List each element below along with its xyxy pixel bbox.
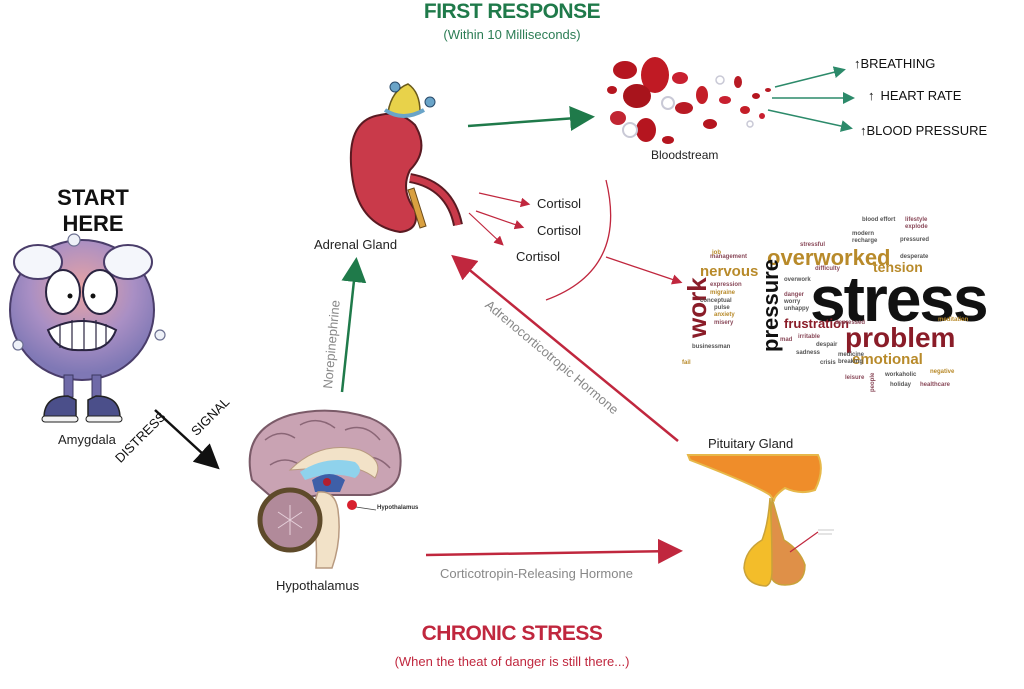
word-cloud-word: sadness (796, 350, 821, 356)
word-cloud-word: anxiety (714, 312, 735, 318)
word-cloud-word: pulse (714, 305, 730, 311)
word-cloud-word: stressful (800, 242, 826, 248)
word-cloud-word: negative (930, 369, 955, 375)
effect-blood-pressure-label: BLOOD PRESSURE (866, 123, 988, 138)
adrenal-gland-illustration (349, 81, 463, 234)
up-arrow-icon: ↑ (868, 88, 875, 103)
word-cloud-word: meditation (938, 317, 969, 323)
first-response-title: FIRST RESPONSE (423, 0, 601, 23)
distress-signal-arrow (154, 409, 220, 470)
start-here-label: START HERE (38, 185, 148, 237)
cortisol-arrow-3 (468, 212, 504, 246)
word-cloud-word: worry (784, 299, 801, 305)
start-label-line1: START (57, 185, 129, 210)
effect-blood-pressure: ↑BLOOD PRESSURE (860, 123, 987, 138)
cortisol-label-1: Cortisol (537, 196, 582, 211)
word-cloud-word: pressured (900, 237, 930, 243)
crh-arrow (425, 538, 683, 564)
word-cloud-word: desperate (900, 254, 929, 260)
up-arrow-icon: ↑ (860, 123, 867, 138)
word-cloud-word: frustration (784, 316, 849, 331)
chronic-stress-subtitle: (When the theat of danger is still there… (394, 654, 630, 669)
word-cloud-word: problem (845, 322, 956, 353)
cortisol-arrow-1 (478, 192, 531, 208)
word-cloud-word: tension (873, 259, 923, 275)
word-cloud-word: healthcare (920, 382, 951, 388)
word-cloud-word: blood effort (862, 217, 896, 223)
word-cloud-word: overworked (767, 245, 891, 270)
word-cloud-word: job (712, 250, 721, 256)
breathing-arrow (774, 66, 846, 88)
word-cloud-word: migraine (710, 290, 736, 296)
bloodstream-label: Bloodstream (651, 148, 719, 162)
word-cloud-word: mad (780, 337, 793, 343)
cortisol-label-2: Cortisol (537, 223, 582, 238)
word-cloud-word: irritable (798, 334, 821, 340)
word-cloud-word: danger (784, 292, 805, 298)
word-cloud-word: explode (905, 224, 928, 230)
word-cloud-word: emotional (852, 351, 923, 368)
effect-heart-rate-label: HEART RATE (880, 88, 962, 103)
word-cloud-main-word: stress (810, 263, 989, 335)
cortisol-arrow-2 (475, 210, 525, 230)
up-arrow-icon: ↑ (854, 56, 861, 71)
adrenal-to-bloodstream-arrow (467, 106, 595, 131)
blood-pressure-arrow (767, 109, 853, 132)
cortisol-label-3: Cortisol (516, 249, 561, 264)
start-label-line2: HERE (62, 211, 124, 236)
adrenal-gland-label: Adrenal Gland (314, 237, 398, 252)
chronic-stress-title: CHRONIC STRESS (421, 622, 603, 645)
word-cloud-word: overwork (784, 277, 811, 283)
cortisol-to-stress-arrow (605, 256, 683, 285)
amygdala-illustration (9, 233, 166, 423)
word-cloud-word: conceptual (700, 298, 732, 304)
word-cloud-word: modern (852, 231, 875, 237)
first-response-subtitle: (Within 10 Milliseconds) (443, 27, 581, 42)
acth-arrow (451, 254, 679, 442)
word-cloud-word: difficulty (815, 266, 840, 272)
word-cloud-word: pressure (758, 259, 783, 352)
cortisol-bracket (545, 179, 612, 301)
hypothalamus-label: Hypothalamus (276, 578, 360, 593)
word-cloud-word: unhappy (784, 306, 809, 312)
word-cloud-word: expression (710, 282, 742, 288)
effect-breathing-label: BREATHING (860, 56, 936, 71)
word-cloud-word: people (870, 372, 876, 392)
effect-heart-rate: ↑ HEART RATE (868, 88, 961, 103)
amygdala-label: Amygdala (58, 432, 116, 447)
word-cloud-word: misery (714, 320, 734, 326)
bloodstream-illustration (607, 57, 771, 144)
pituitary-gland-label: Pituitary Gland (708, 436, 794, 451)
norepinephrine-arrow (340, 257, 367, 393)
hypothalamus-inset-label: Hypothalamus (377, 505, 419, 511)
word-cloud-word: medicine (838, 352, 865, 358)
word-cloud-word: fail (682, 360, 691, 366)
word-cloud-word: holiday (890, 382, 912, 388)
word-cloud-word: nervous (700, 263, 759, 280)
word-cloud-word: management (710, 254, 748, 260)
word-cloud-word: despair (816, 342, 838, 348)
effect-breathing: ↑BREATHING (854, 56, 935, 71)
word-cloud-word: breaking (838, 359, 864, 365)
word-cloud-word: lifestyle (905, 217, 928, 223)
word-cloud-word: crisis (820, 360, 836, 366)
word-cloud-word: depressed (835, 320, 866, 326)
pituitary-gland-illustration (686, 454, 834, 587)
hypothalamus-brain-illustration (248, 409, 402, 569)
word-cloud-word: work (682, 277, 712, 338)
word-cloud-word: workaholic (885, 372, 917, 378)
word-cloud-word: businessman (692, 344, 731, 350)
word-cloud-word: recharge (852, 238, 878, 244)
stress-word-cloud: stress overworked nervous work pressure … (680, 212, 1024, 402)
word-cloud-word: leisure (845, 375, 865, 381)
crh-label: Corticotropin-Releasing Hormone (440, 566, 633, 581)
